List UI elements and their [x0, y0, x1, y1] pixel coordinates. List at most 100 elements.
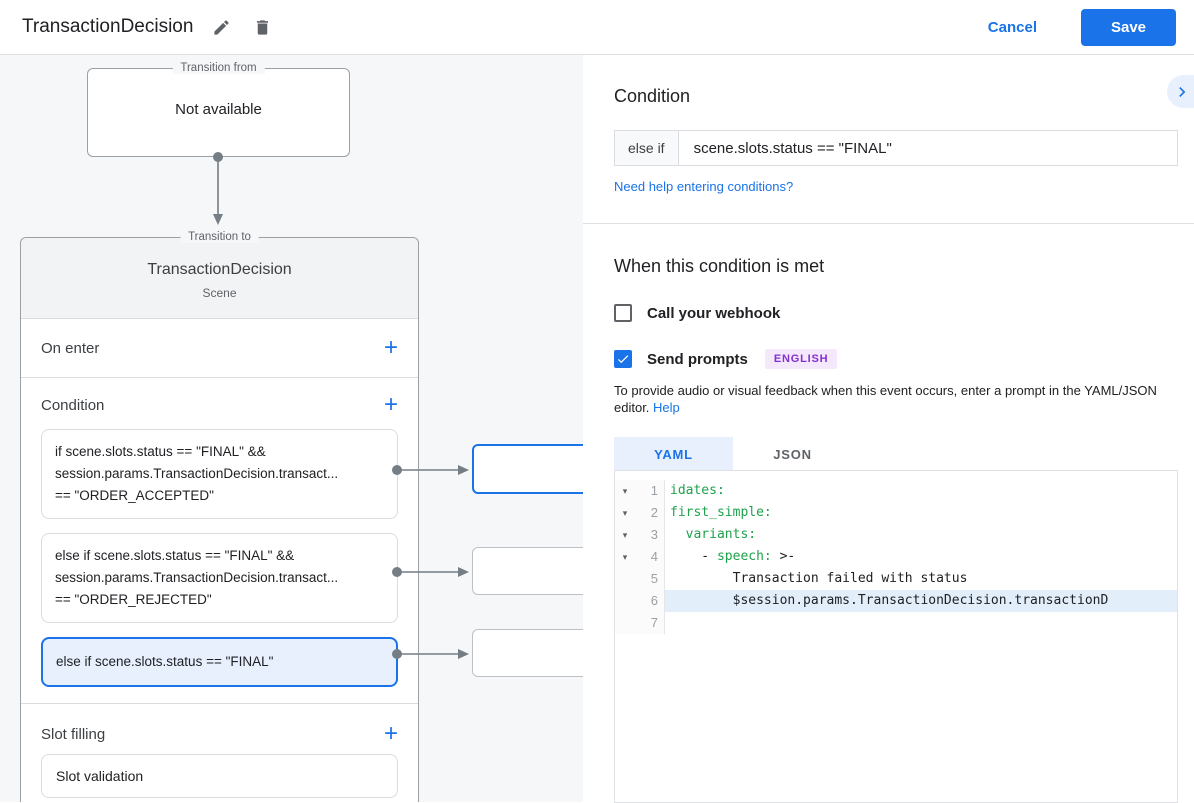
editor-line: 5 Transaction failed with status	[615, 568, 1177, 590]
line-number: 1	[650, 483, 658, 498]
condition-card[interactable]: if scene.slots.status == "FINAL" && sessi…	[41, 429, 398, 519]
fold-arrow-icon	[615, 612, 635, 634]
save-button[interactable]: Save	[1081, 8, 1176, 46]
fold-arrow-icon	[615, 590, 635, 612]
tab-yaml[interactable]: YAML	[614, 437, 733, 471]
editor-gutter: 6	[615, 590, 665, 612]
code-line[interactable]: Transaction failed with status	[670, 571, 968, 586]
editor-line: ▾3 variants:	[615, 524, 1177, 546]
slot-filling-label: Slot filling	[41, 725, 106, 743]
webhook-row: Call your webhook	[614, 304, 1194, 322]
fold-arrow-icon[interactable]: ▾	[622, 486, 628, 496]
condition-text-line: session.params.TransactionDecision.trans…	[55, 466, 339, 481]
conditions-help-link[interactable]: Need help entering conditions?	[614, 179, 794, 194]
down-arrow-connector	[213, 152, 223, 225]
editor-gutter: ▾1	[615, 480, 665, 502]
editor-line: 6 $session.params.TransactionDecision.tr…	[615, 590, 1177, 612]
condition-text-line: if scene.slots.status == "FINAL" &&	[55, 444, 266, 459]
transition-target-box-1[interactable]	[472, 444, 590, 494]
panel-heading: Condition	[614, 86, 691, 106]
delete-icon[interactable]	[253, 16, 275, 38]
transition-target-box-2[interactable]	[472, 547, 590, 595]
editor-line: ▾4 - speech: >-	[615, 546, 1177, 568]
transition-from-box: Transition from Not available	[87, 62, 350, 157]
cancel-button[interactable]: Cancel	[987, 18, 1037, 36]
transition-from-content: Not available	[175, 101, 262, 118]
line-number: 6	[650, 593, 658, 608]
send-prompts-row: Send prompts ENGLISH	[614, 349, 1194, 369]
page-title: TransactionDecision	[22, 16, 194, 37]
condition-expression-row: else if	[614, 130, 1178, 166]
editor-gutter: 5	[615, 568, 665, 590]
send-prompts-checkbox[interactable]	[614, 350, 632, 368]
scene-header: TransactionDecision Scene	[21, 238, 418, 319]
condition-text-line: else if scene.slots.status == "FINAL" &&	[55, 548, 295, 563]
editor-gutter: ▾2	[615, 502, 665, 524]
prompt-description: To provide audio or visual feedback when…	[614, 383, 1157, 415]
tab-json[interactable]: JSON	[773, 446, 812, 462]
editor-gutter: 7	[615, 612, 665, 634]
transition-to-legend: Transition to	[180, 231, 259, 243]
condition-section: Condition + if scene.slots.status == "FI…	[21, 378, 418, 704]
condition-prefix-label: else if	[615, 131, 679, 165]
edit-icon[interactable]	[212, 16, 234, 38]
condition-text-line: session.params.TransactionDecision.trans…	[55, 570, 339, 585]
condition-card[interactable]: else if scene.slots.status == "FINAL" &&…	[41, 533, 398, 623]
condition-card[interactable]: else if scene.slots.status == "FINAL"	[41, 637, 398, 687]
add-slot-button[interactable]: +	[383, 720, 398, 747]
editor-tabs: YAML JSON	[614, 437, 1194, 471]
condition1-arrow	[392, 465, 469, 475]
line-number: 7	[650, 615, 658, 630]
conditions-list: if scene.slots.status == "FINAL" && sessi…	[21, 429, 418, 687]
slot-validation-card[interactable]: Slot validation	[41, 754, 398, 798]
line-number: 3	[650, 527, 658, 542]
condition-text-line: else if scene.slots.status == "FINAL"	[56, 654, 274, 669]
line-number: 5	[650, 571, 658, 586]
editor-line: 7	[615, 612, 1177, 634]
section-divider	[21, 703, 418, 704]
transition-to-card: Transition to TransactionDecision Scene …	[20, 231, 419, 802]
condition-header-row: Condition +	[21, 391, 418, 418]
check-icon	[617, 355, 629, 364]
top-bar: TransactionDecision Cancel Save	[0, 0, 1194, 55]
condition-label: Condition	[41, 396, 105, 414]
call-webhook-checkbox[interactable]	[614, 304, 632, 322]
condition-detail-panel: Condition else if Need help entering con…	[583, 55, 1194, 803]
condition2-arrow	[392, 567, 469, 577]
send-prompts-label: Send prompts	[647, 350, 748, 368]
editor-gutter: ▾3	[615, 524, 665, 546]
when-condition-heading: When this condition is met	[614, 256, 825, 276]
code-line[interactable]: idates:	[670, 483, 725, 498]
language-badge: ENGLISH	[764, 349, 838, 369]
transition-from-legend: Transition from	[172, 62, 265, 74]
call-webhook-label: Call your webhook	[647, 304, 781, 322]
line-number: 4	[650, 549, 658, 564]
code-line[interactable]: $session.params.TransactionDecision.tran…	[665, 590, 1177, 612]
add-on-enter-button[interactable]: +	[383, 334, 398, 361]
on-enter-label: On enter	[41, 339, 100, 357]
fold-arrow-icon[interactable]: ▾	[622, 508, 628, 518]
fold-arrow-icon	[615, 568, 635, 590]
collapse-panel-button[interactable]	[1167, 75, 1194, 108]
condition-text-line: == "ORDER_REJECTED"	[55, 592, 212, 607]
fold-arrow-icon[interactable]: ▾	[622, 530, 628, 540]
editor-gutter: ▾4	[615, 546, 665, 568]
slot-filling-section: Slot filling + Slot validation	[21, 720, 418, 798]
transition-target-box-3[interactable]	[472, 629, 590, 677]
scene-type: Scene	[202, 286, 237, 300]
line-number: 2	[650, 505, 658, 520]
fold-arrow-icon[interactable]: ▾	[622, 552, 628, 562]
chevron-right-icon	[1179, 86, 1186, 97]
help-link[interactable]: Help	[653, 400, 680, 415]
panel-divider	[583, 223, 1194, 224]
condition3-arrow	[392, 649, 469, 659]
add-condition-button[interactable]: +	[383, 391, 398, 418]
code-line[interactable]	[665, 612, 1177, 634]
code-line[interactable]: first_simple:	[670, 505, 772, 520]
condition-expression-input[interactable]	[678, 131, 1177, 165]
code-line[interactable]: variants:	[685, 527, 757, 542]
code-line[interactable]: - speech: >-	[670, 549, 796, 564]
